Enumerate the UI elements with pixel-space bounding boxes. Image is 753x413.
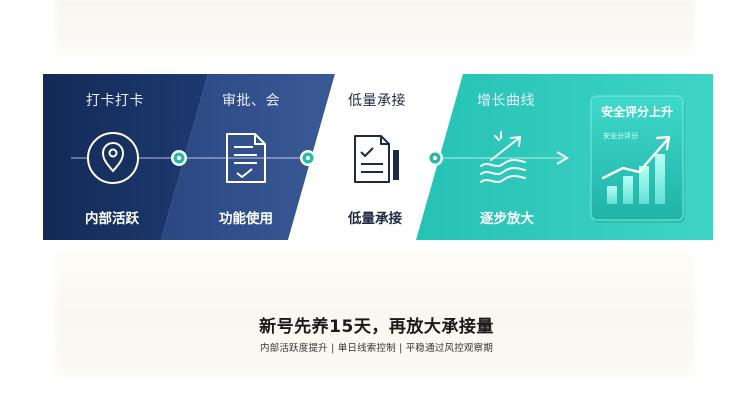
process-banner	[43, 74, 713, 240]
flow-node-2	[300, 150, 316, 166]
flow-arrow-icon	[556, 151, 569, 165]
card-subtitle: 安全分评分	[603, 132, 638, 140]
stage-caption-2: 功能使用	[219, 211, 273, 227]
blurred-background-bottom	[55, 252, 695, 377]
stage-title-4: 增长曲线	[477, 93, 535, 109]
clipboard-check-icon	[354, 135, 399, 183]
stage-caption-4: 逐步放大	[480, 211, 534, 227]
stage-title-1: 打卡打卡	[86, 93, 144, 109]
headline: 新号先养15天，再放大承接量	[259, 317, 494, 337]
stage-panel-3	[288, 74, 463, 240]
document-check-icon	[226, 133, 266, 183]
card-title: 安全评分上升	[601, 105, 674, 119]
stage-panel-2	[161, 74, 335, 240]
subline: 内部活跃度提升 | 单日线索控制 | 平稳通过风控观察期	[259, 343, 494, 354]
growth-waves-icon	[480, 131, 526, 183]
stage-title-2: 审批、会	[222, 93, 280, 109]
stage-caption-1: 内部活跃	[85, 211, 139, 227]
stage-caption-3: 低量承接	[348, 211, 402, 227]
flow-node-3	[427, 150, 443, 166]
stage-title-3: 低量承接	[348, 93, 406, 109]
flow-node-1	[171, 150, 187, 166]
blurred-background-top	[55, 0, 695, 62]
rising-bar-chart-icon	[601, 135, 671, 204]
location-pin-icon	[87, 132, 139, 184]
